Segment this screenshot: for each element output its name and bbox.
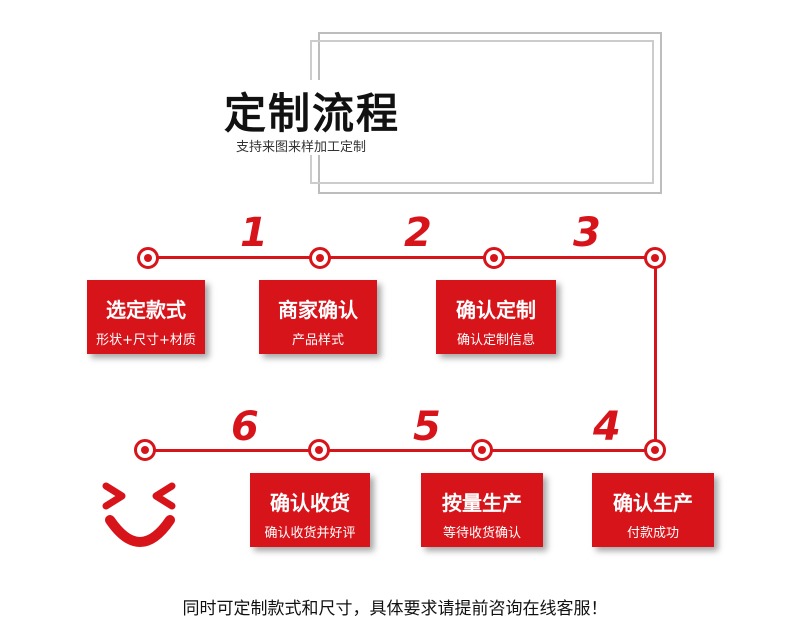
flow-node (134, 439, 156, 461)
flow-node (471, 439, 493, 461)
flow-node (644, 247, 666, 269)
step-desc: 付款成功 (626, 526, 679, 541)
flow-node (308, 439, 330, 461)
footer-note: 同时可定制款式和尺寸，具体要求请提前咨询在线客服！ (182, 599, 608, 619)
step-desc: 等待收货确认 (442, 526, 521, 541)
connector-top (147, 256, 655, 259)
step-box-1: 选定款式 形状+尺寸+材质 (87, 280, 205, 354)
step-box-4: 确认生产 付款成功 (592, 473, 714, 547)
step-title: 按量生产 (442, 491, 522, 515)
step-number-5: 5 (413, 404, 441, 450)
smiley-face-icon (100, 478, 180, 558)
step-box-5: 按量生产 等待收货确认 (421, 473, 543, 547)
step-box-2: 商家确认 产品样式 (259, 280, 377, 354)
step-title: 商家确认 (278, 298, 358, 322)
step-desc: 形状+尺寸+材质 (96, 333, 196, 348)
step-number-1: 1 (240, 210, 268, 256)
step-title: 确认定制 (456, 298, 536, 322)
step-desc: 产品样式 (291, 333, 344, 348)
flow-node (137, 247, 159, 269)
step-desc: 确认收货并好评 (264, 526, 356, 541)
step-number-6: 6 (231, 404, 259, 450)
step-number-2: 2 (404, 210, 432, 256)
flow-node (309, 247, 331, 269)
page-subtitle: 支持来图来样加工定制 (232, 136, 371, 155)
step-desc: 确认定制信息 (456, 333, 535, 348)
step-title: 确认收货 (270, 491, 350, 515)
step-title: 选定款式 (106, 298, 186, 322)
step-number-4: 4 (593, 404, 621, 450)
step-number-3: 3 (573, 210, 601, 256)
flow-node (644, 439, 666, 461)
page-title: 定制流程 (218, 80, 407, 141)
step-title: 确认生产 (613, 491, 693, 515)
flow-node (483, 247, 505, 269)
connector-right (654, 257, 657, 451)
step-box-3: 确认定制 确认定制信息 (436, 280, 556, 354)
connector-bottom (145, 449, 655, 452)
step-box-6: 确认收货 确认收货并好评 (250, 473, 370, 547)
